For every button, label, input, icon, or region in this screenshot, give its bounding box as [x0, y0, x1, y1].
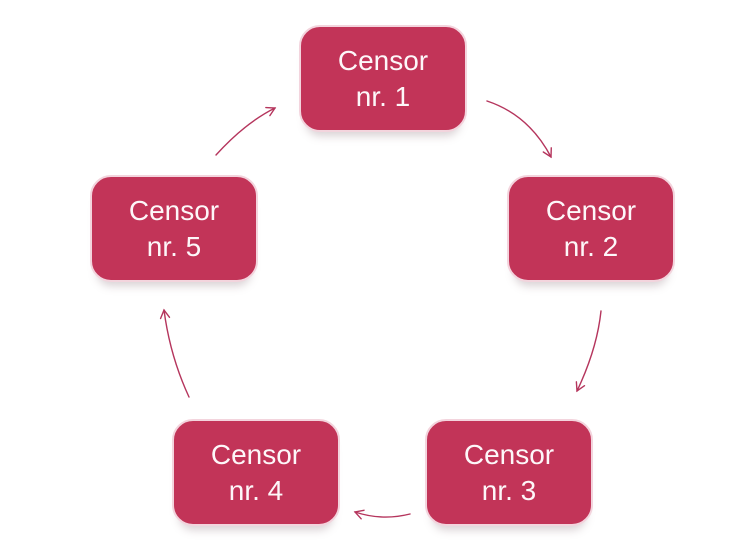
node-label-line1: Censor	[210, 438, 302, 470]
node-label-line2: nr. 3	[481, 474, 537, 506]
arrow-censor-3-to-4	[353, 509, 411, 520]
cycle-node-censor-4: Censor nr. 4	[172, 419, 340, 526]
cycle-node-censor-3: Censor nr. 3	[425, 419, 593, 526]
node-label-line1: Censor	[545, 194, 637, 226]
cycle-node-censor-5: Censor nr. 5	[90, 175, 258, 282]
node-label-line2: nr. 2	[563, 230, 619, 262]
node-label-line2: nr. 5	[146, 230, 202, 262]
cycle-node-censor-1: Censor nr. 1	[299, 25, 467, 132]
node-label-line2: nr. 1	[355, 80, 411, 112]
node-label-line1: Censor	[463, 438, 555, 470]
arrow-censor-5-to-1	[215, 106, 277, 156]
node-label-line2: nr. 4	[228, 474, 284, 506]
arrow-censor-1-to-2	[486, 100, 552, 159]
cycle-node-censor-2: Censor nr. 2	[507, 175, 675, 282]
node-label-line1: Censor	[337, 44, 429, 76]
arrow-censor-2-to-3	[575, 310, 602, 393]
arrow-censor-4-to-5	[159, 308, 190, 398]
node-label-line1: Censor	[128, 194, 220, 226]
